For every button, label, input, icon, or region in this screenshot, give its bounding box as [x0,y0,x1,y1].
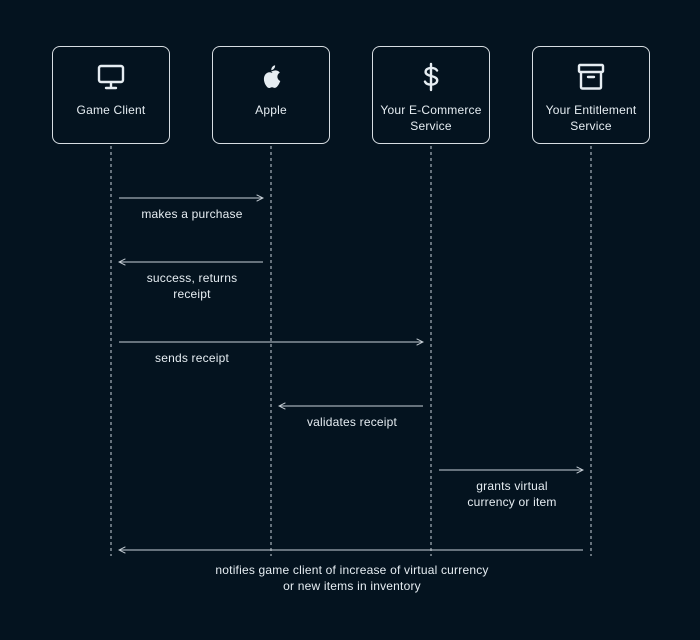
message-label-success-returns-receipt: success, returns receipt [146,271,238,301]
dollar-sign-icon [415,61,447,93]
actor-entitlement: Your Entitlement Service [532,46,650,144]
actor-apple: Apple [212,46,330,144]
actor-name: Your Entitlement Service [545,103,637,133]
message-label-makes-a-purchase: makes a purchase [141,207,243,221]
actor-game-client: Game Client [52,46,170,144]
actor-name: Your E-Commerce Service [380,103,482,133]
archive-box-icon [575,61,607,93]
actor-ecommerce: Your E-Commerce Service [372,46,490,144]
apple-logo-icon [255,61,287,93]
actor-name: Game Client [76,103,146,117]
message-label-validates-receipt: validates receipt [306,415,398,429]
message-label-sends-receipt: sends receipt [155,351,229,365]
actor-name: Apple [255,103,287,117]
message-label-grants-virtual-currency: grants virtual currency or item [467,479,557,509]
monitor-icon [95,61,127,93]
message-label-notifies-game-client: notifies game client of increase of virt… [215,563,489,593]
